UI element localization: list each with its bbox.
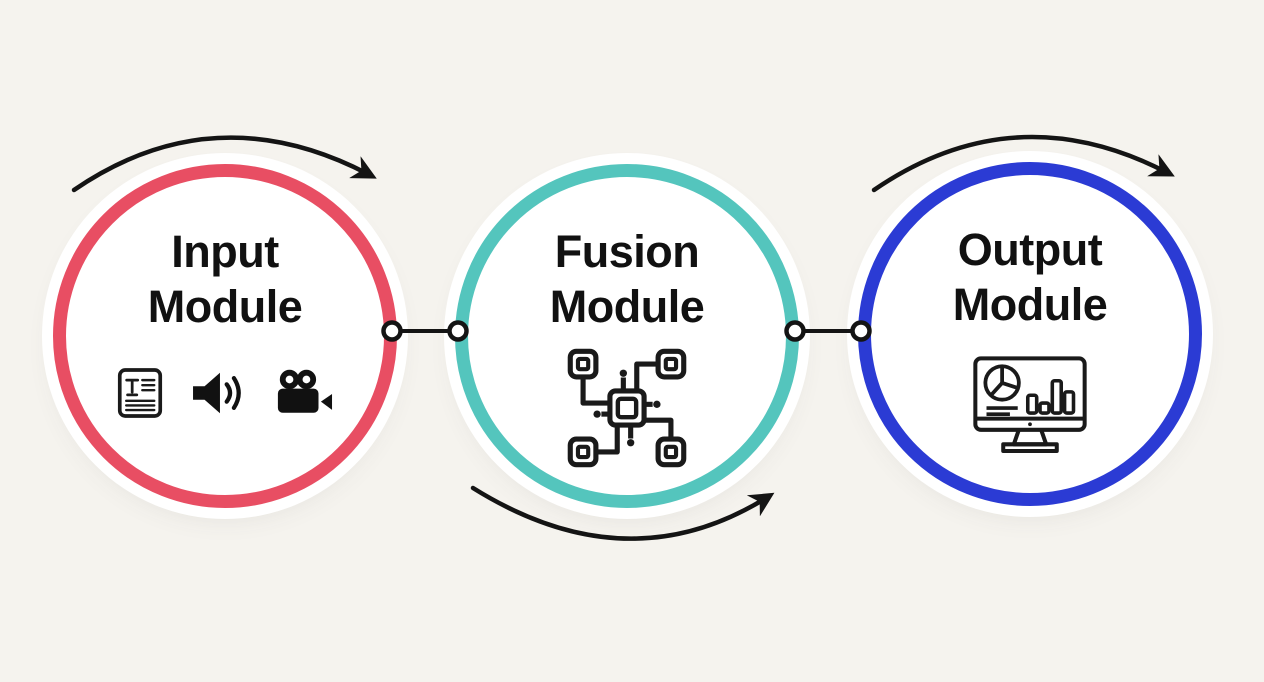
dashboard-monitor-icon [972,355,1088,465]
module-title-input: Input Module [147,226,303,332]
text-document-icon [117,367,163,419]
module-circle-input: Input Module [53,164,397,508]
module-title-fusion: Fusion Module [549,226,705,332]
module-circle-output: Output Module [858,162,1202,506]
chip-network-icon [566,347,688,474]
module-circle-fusion: Fusion Module [455,164,799,508]
module-title-output: Output Module [952,224,1108,330]
input-icons-row [117,367,333,419]
video-camera-icon [275,369,333,416]
audio-speaker-icon [190,368,248,418]
